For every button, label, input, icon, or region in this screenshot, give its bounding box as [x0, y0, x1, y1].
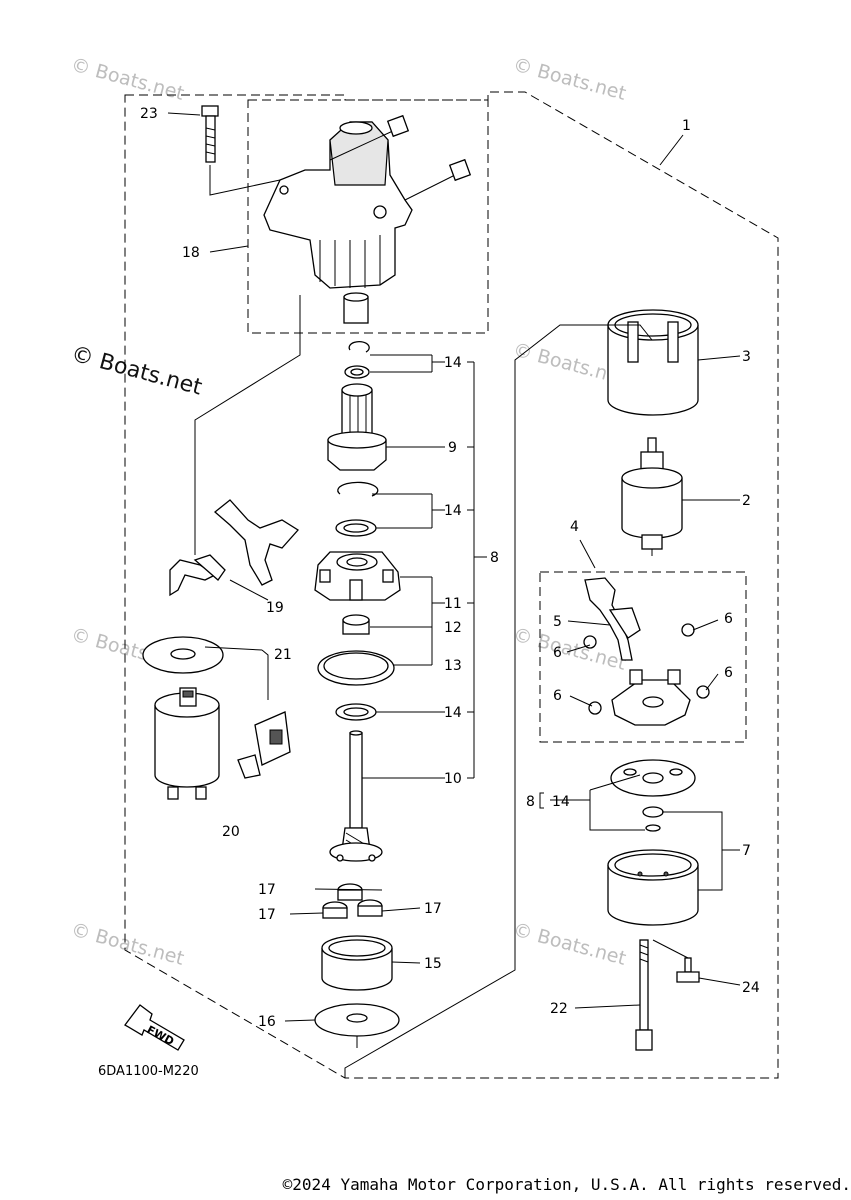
circlip-14 — [344, 340, 370, 379]
bushing — [343, 292, 369, 324]
callout-14: 14 — [444, 503, 462, 519]
bolt-23 — [201, 105, 281, 196]
terminal-cover — [237, 711, 291, 779]
front-housing-18 — [263, 114, 472, 289]
callout-14: 14 — [444, 355, 462, 371]
callout-12: 12 — [444, 620, 462, 636]
callout-6: 6 — [553, 645, 562, 661]
diagram-code: 6DA1100-M220 — [98, 1064, 199, 1079]
callout-18: 18 — [182, 245, 200, 261]
callout-2: 2 — [742, 493, 751, 509]
callout-8: 8 — [490, 550, 499, 566]
callout-17: 17 — [424, 901, 442, 917]
callout-21: 21 — [274, 647, 292, 663]
copyright-notice: ©2024 Yamaha Motor Corporation, U.S.A. A… — [282, 1175, 851, 1194]
screws-6 — [583, 623, 710, 715]
callout-24: 24 — [742, 980, 760, 996]
end-cover-7 — [607, 849, 699, 926]
circlip-14b — [335, 481, 379, 537]
brush-holder-box — [539, 571, 747, 743]
callout-3: 3 — [742, 349, 751, 365]
callout-6: 6 — [724, 611, 733, 627]
armature-2 — [621, 437, 683, 556]
leader-lines — [167, 112, 741, 1078]
fork-19 — [169, 499, 299, 601]
callout-17: 17 — [258, 882, 276, 898]
gasket-21 — [142, 636, 269, 700]
callout-1: 1 — [682, 118, 691, 134]
callout-17: 17 — [258, 907, 276, 923]
washer-14c — [335, 703, 377, 721]
watermark: © Boats.net — [511, 54, 629, 105]
callout-14: 14 — [552, 794, 570, 810]
watermark: © Boats.net — [69, 919, 187, 970]
watermark-dark: © Boats.net — [68, 342, 204, 401]
callout-8: 8 — [526, 794, 535, 810]
callout-9: 9 — [448, 440, 457, 456]
callout-6: 6 — [724, 665, 733, 681]
screw-24 — [652, 939, 700, 983]
callout-19: 19 — [266, 600, 284, 616]
fwd-arrow: FWD — [124, 1004, 185, 1051]
callout-13: 13 — [444, 658, 462, 674]
pinion-9 — [327, 383, 387, 471]
bracket-8 — [539, 792, 544, 809]
callout-23: 23 — [140, 106, 158, 122]
assembly-outline — [124, 91, 779, 1079]
bushing-12 — [342, 614, 370, 635]
callout-10: 10 — [444, 771, 462, 787]
plate-8 — [610, 759, 696, 797]
shaft-10 — [329, 730, 383, 862]
callout-4: 4 — [570, 519, 579, 535]
watermark: © Boats.net — [511, 919, 629, 970]
watermark: © Boats.net — [69, 54, 187, 105]
through-bolt-22 — [635, 939, 653, 1051]
solenoid-housing-box — [247, 99, 489, 334]
solenoid-20 — [154, 687, 220, 800]
brush-5 — [584, 577, 641, 661]
callout-5: 5 — [553, 614, 562, 630]
callout-20: 20 — [222, 824, 240, 840]
callout-14: 14 — [444, 705, 462, 721]
gasket-13 — [317, 650, 395, 686]
callout-6: 6 — [553, 688, 562, 704]
callout-labels: 1 2 3 4 5 6 6 6 6 7 8 8 9 10 11 12 13 14… — [140, 106, 760, 1030]
callout-7: 7 — [742, 843, 751, 859]
callout-15: 15 — [424, 956, 442, 972]
ring-gear-15 — [321, 935, 393, 991]
yoke-3 — [607, 309, 699, 416]
bearing-14d — [642, 806, 664, 832]
plate-16 — [314, 1003, 400, 1048]
callout-11: 11 — [444, 596, 462, 612]
callout-16: 16 — [258, 1014, 276, 1030]
brush-plate — [611, 669, 691, 726]
bracket-11 — [314, 551, 401, 601]
callout-22: 22 — [550, 1001, 568, 1017]
watermark: © Boats.net — [511, 624, 629, 675]
